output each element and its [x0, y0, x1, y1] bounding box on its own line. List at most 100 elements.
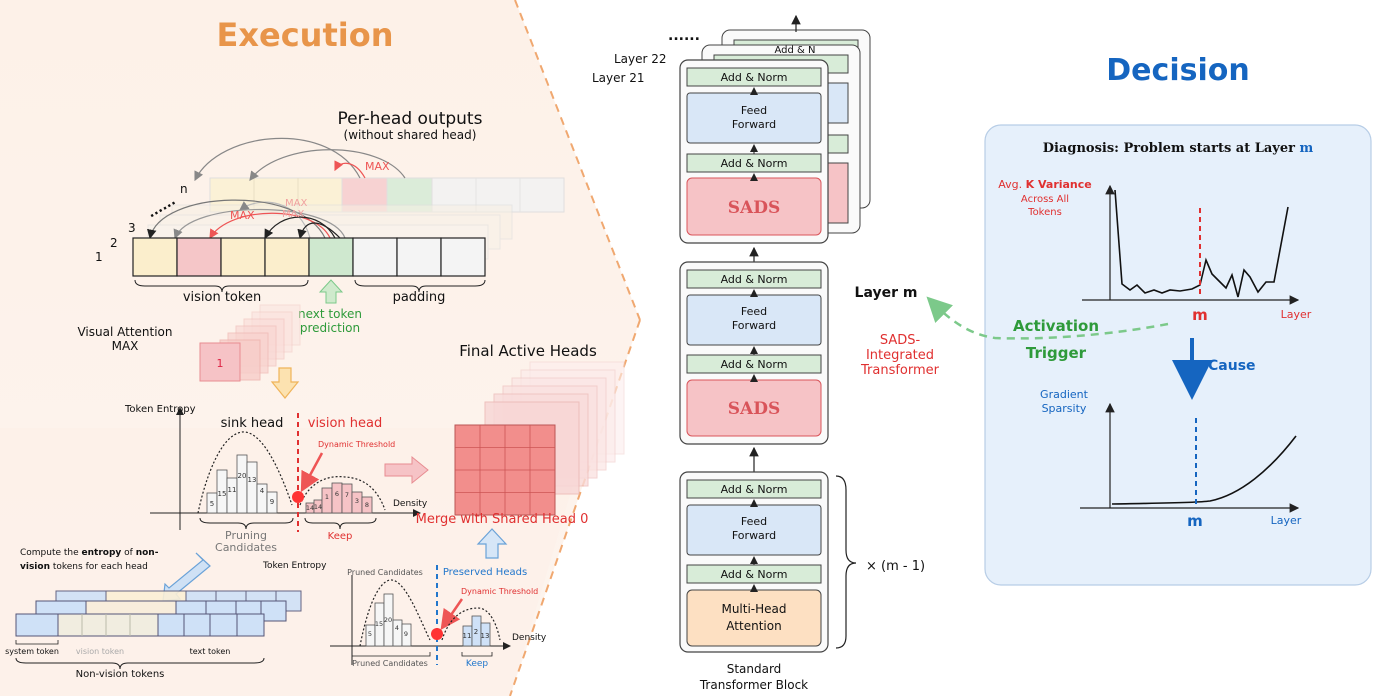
visual-attention-max-2: MAX — [112, 339, 139, 353]
transformer-dots: ...... — [668, 28, 700, 44]
std-add-norm-top: Add & Norm — [721, 483, 788, 496]
execution-title: Execution — [217, 16, 394, 54]
threshold-pointer-top — [300, 452, 324, 493]
merge-label: Merge with Shared Head 0 — [416, 512, 589, 527]
preserved-arrow — [476, 528, 508, 559]
svg-text:5: 5 — [368, 630, 372, 638]
pruning-bracket — [199, 517, 294, 530]
threshold-dot-bottom — [431, 628, 443, 640]
diagnosis-title: Diagnosis: Problem starts at Layer m — [1043, 141, 1314, 156]
standard-block-label-1: Standard — [727, 662, 782, 676]
keep-label-bottom: Keep — [466, 659, 489, 669]
density-curve-left — [197, 431, 293, 514]
padding-label: padding — [393, 290, 446, 305]
vision-token-bracket — [134, 279, 309, 293]
l21-add-norm-top: Add & Norm — [721, 71, 788, 84]
avg-k-variance-3: Tokens — [1027, 207, 1062, 218]
entropy-chart-top — [150, 407, 421, 530]
m-label-bottom: m — [1187, 512, 1203, 530]
max-label-top: MAX — [365, 160, 390, 173]
histogram-right — [305, 482, 373, 514]
svg-text:4: 4 — [260, 487, 265, 495]
standard-block-label-2: Transformer Block — [699, 678, 808, 692]
token-rows — [15, 590, 302, 637]
svg-text:15: 15 — [218, 490, 227, 498]
std-multihead-1: Multi-Head — [721, 602, 786, 616]
histogram-bottom-right-values: 11 2 13 — [463, 628, 490, 640]
keep-label-top: Keep — [328, 531, 353, 542]
svg-text:13: 13 — [248, 476, 257, 484]
sink-head-label: sink head — [221, 416, 284, 431]
attention-stack-label: 1 — [217, 357, 224, 370]
std-feed-forward-1: Feed — [741, 515, 767, 528]
attention-stack — [199, 304, 301, 382]
svg-text:15: 15 — [375, 620, 383, 628]
next-token-arrow — [318, 279, 344, 304]
pruned-candidates-bottom: Pruned Candidates — [352, 659, 428, 668]
token-entropy-label-bottom: Token Entropy — [262, 561, 327, 571]
threshold-dot-top — [292, 491, 304, 503]
max-label-mid: MAX — [230, 209, 255, 222]
svg-text:6: 6 — [335, 490, 339, 498]
padding-bracket — [354, 279, 486, 293]
std-multihead-2: Attention — [726, 619, 781, 633]
lm-feed-forward-2: Forward — [732, 319, 776, 332]
back-add-norm-1: Add & N — [775, 45, 816, 56]
l21-feed-forward-2: Forward — [732, 118, 776, 131]
head-index-n: n — [180, 182, 188, 196]
visual-attention-max-1: Visual Attention — [77, 325, 172, 339]
l21-sads: SADS — [728, 198, 781, 218]
histogram-left-values: 5 15 11 20 13 4 9 — [210, 472, 274, 508]
activation-label: Activation — [1013, 317, 1099, 335]
histogram-right-values: 14 14 1 6 7 3 8 — [306, 490, 369, 512]
std-add-norm-bottom: Add & Norm — [721, 568, 788, 581]
svg-text:2: 2 — [474, 628, 478, 636]
lm-sads: SADS — [728, 399, 781, 419]
gradient-sparsity-chart — [1080, 402, 1300, 513]
lm-add-norm-bottom: Add & Norm — [721, 358, 788, 371]
text-token-label: text token — [190, 647, 231, 656]
next-token-label-2: prediction — [300, 321, 360, 335]
histogram-bottom-left — [365, 593, 412, 647]
per-head-title: Per-head outputs — [338, 109, 483, 129]
dynamic-threshold-bottom: Dynamic Threshold — [461, 587, 538, 596]
layer-21-label: Layer 21 — [592, 71, 645, 85]
threshold-pointer-bottom — [440, 598, 464, 631]
head-row-1 — [132, 237, 486, 277]
svg-text:14: 14 — [306, 504, 314, 512]
system-token-label: system token — [5, 647, 59, 656]
svg-text:14: 14 — [314, 503, 322, 511]
vision-head-label: vision head — [308, 416, 382, 431]
avg-k-variance-1: Avg. K Variance — [998, 178, 1092, 191]
keep-bracket-top — [304, 517, 377, 530]
keep-bracket-bottom — [461, 652, 493, 657]
layer-m-block — [679, 261, 829, 445]
system-token-bracket — [15, 640, 59, 645]
pruning-candidates-2: Candidates — [215, 541, 277, 554]
layer-label-top: Layer — [1281, 308, 1312, 321]
sads-integrated-1: SADS- — [880, 333, 921, 348]
svg-text:8: 8 — [365, 501, 369, 509]
final-heads-grid — [454, 424, 556, 516]
gradient-sparsity-2: Sparsity — [1042, 402, 1087, 415]
max-label-faded-1: MAX — [285, 198, 307, 209]
sads-integrated-3: Transformer — [860, 363, 940, 378]
head-index-3: 3 — [128, 221, 136, 235]
activation-trigger-arrow — [926, 296, 1169, 340]
next-token-label-1: next token — [298, 307, 362, 321]
vision-token-label: vision token — [183, 290, 261, 305]
repeat-brace — [835, 475, 857, 649]
attention-arcs — [147, 137, 406, 240]
svg-text:5: 5 — [210, 500, 214, 508]
diagnosis-panel — [984, 124, 1372, 586]
lm-add-norm-top: Add & Norm — [721, 273, 788, 286]
svg-text:20: 20 — [238, 472, 247, 480]
svg-text:1: 1 — [325, 493, 329, 501]
cause-label: Cause — [1208, 358, 1256, 374]
non-vision-bracket — [15, 657, 265, 670]
vision-token-small-label: vision token — [76, 647, 124, 656]
std-feed-forward-2: Forward — [732, 529, 776, 542]
svg-text:11: 11 — [228, 486, 237, 494]
layer-m-label: Layer m — [855, 285, 918, 301]
